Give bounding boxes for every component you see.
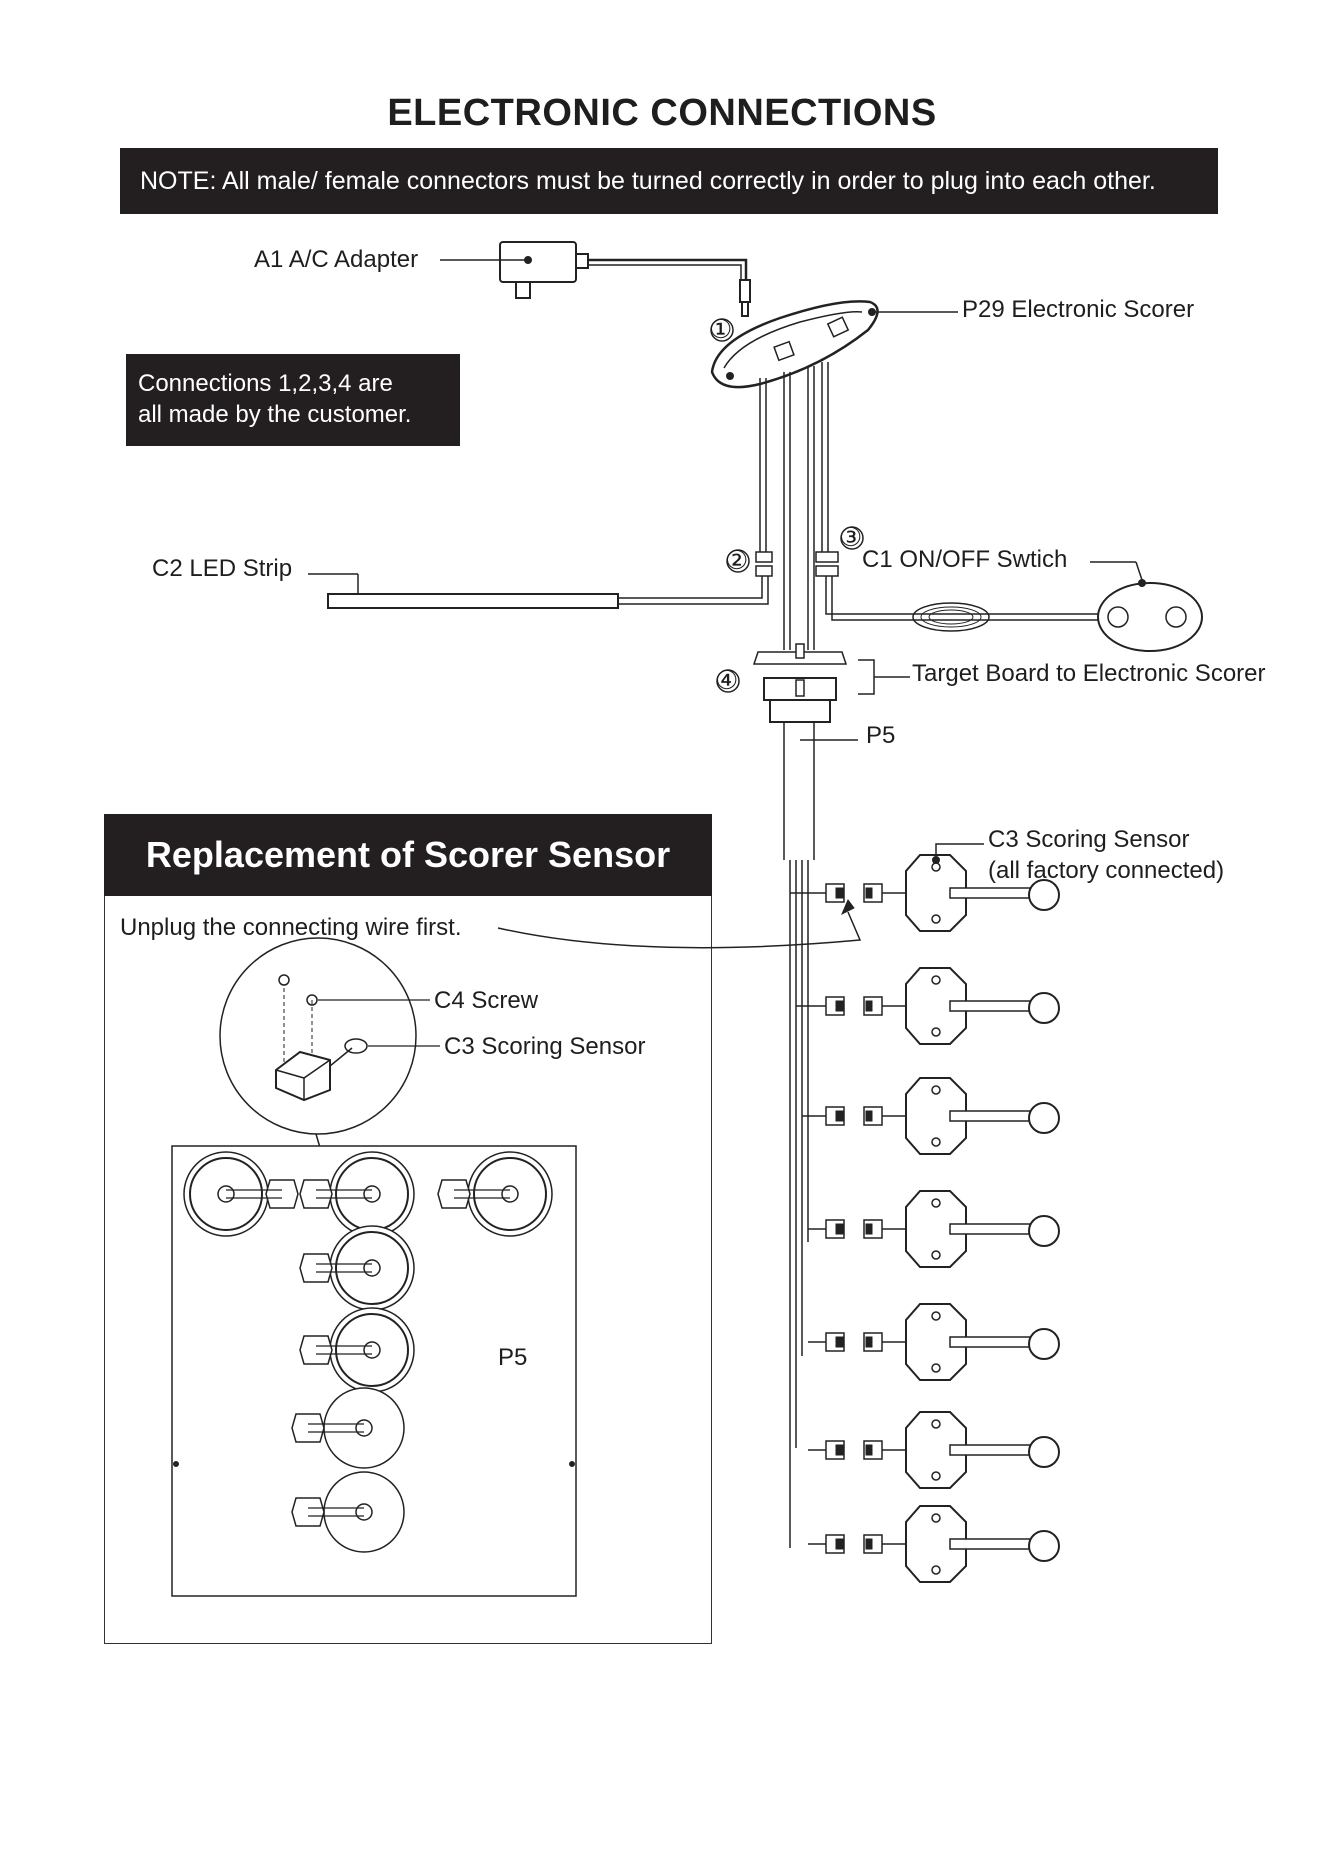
switch-label: C1 ON/OFF Swtich	[862, 546, 1068, 573]
board-target	[291, 1471, 405, 1553]
sensor-row	[802, 1077, 1060, 1155]
connection-number-4	[716, 669, 740, 693]
sensor-paddle	[1028, 1436, 1060, 1468]
connection-number-1	[710, 318, 734, 342]
sensor-paddle	[1028, 1215, 1060, 1247]
sensor-paddle	[1028, 1530, 1060, 1562]
board-sensor	[437, 1179, 471, 1209]
scoring-sensor-body	[905, 967, 967, 1045]
ac-adapter	[440, 241, 751, 317]
board-target	[299, 1307, 415, 1393]
led-strip-label: C2 LED Strip	[152, 555, 293, 582]
screw-label: C4 Screw	[434, 987, 539, 1014]
scoring-sensor-body	[905, 1077, 967, 1155]
scoring-sensor-body	[905, 1190, 967, 1268]
sensor-row	[808, 1505, 1060, 1583]
onoff-switch	[815, 551, 1203, 652]
scoring-sensor-body	[905, 1505, 967, 1583]
sensor-paddle	[1028, 992, 1060, 1024]
replacement-heading: Replacement of Scorer Sensor	[104, 814, 712, 896]
connection-number-4-text: ④	[715, 665, 739, 695]
connection-number-2	[726, 549, 750, 573]
board-sensor	[299, 1335, 333, 1365]
sensor-row	[808, 1190, 1060, 1268]
sensor-rows	[790, 843, 1060, 1583]
board-target	[291, 1387, 405, 1469]
sensor-row	[796, 967, 1060, 1045]
sensor-paddle	[1028, 879, 1060, 911]
connection-number-3-text: ③	[839, 522, 863, 552]
sensor-row	[808, 1303, 1060, 1381]
unplug-instruction: Unplug the connecting wire first.	[120, 914, 462, 941]
scorer-label: P29 Electronic Scorer	[962, 296, 1195, 323]
customer-note-line-1: Connections 1,2,3,4 are	[138, 370, 393, 397]
target-board-label: Target Board to Electronic Scorer	[912, 660, 1266, 687]
note-banner: NOTE: All male/ female connectors must b…	[120, 148, 1218, 214]
p5-label-top: P5	[866, 722, 896, 749]
connection-number-2-text: ②	[725, 545, 749, 575]
unplug-arrow	[497, 911, 862, 949]
unplug-arrow-head	[841, 899, 855, 916]
sensor-detail-inset	[219, 937, 440, 1178]
board-p5-label: P5	[498, 1344, 528, 1371]
target-board-connector	[752, 643, 910, 860]
sensor-row	[790, 854, 1060, 932]
scoring-sensor-body	[905, 1411, 967, 1489]
board-target	[437, 1151, 553, 1237]
board-sensor	[291, 1413, 325, 1443]
inset-sensor-label: C3 Scoring Sensor	[444, 1033, 646, 1060]
sensor-paddle	[1028, 1102, 1060, 1134]
sensor-trunk	[789, 860, 809, 1548]
sensor-label-line-1: C3 Scoring Sensor	[988, 826, 1190, 853]
board-sensor	[291, 1497, 325, 1527]
board-sensor	[265, 1179, 299, 1209]
scoring-sensor-body	[905, 854, 967, 932]
customer-note-line-2: all made by the customer.	[138, 401, 412, 428]
page-title: ELECTRONIC CONNECTIONS	[387, 92, 937, 134]
scorer-wires	[759, 362, 829, 650]
connection-number-1-text: ①	[709, 314, 733, 344]
connection-number-3	[840, 526, 864, 550]
board-targets	[183, 1151, 553, 1553]
customer-connections-note: Connections 1,2,3,4 are all made by the …	[126, 354, 460, 446]
sensor-row	[808, 1411, 1060, 1489]
sensor-paddle	[1028, 1328, 1060, 1360]
adapter-label: A1 A/C Adapter	[254, 246, 419, 273]
led-strip	[308, 551, 773, 609]
scoring-sensor-body	[905, 1303, 967, 1381]
board-sensor	[299, 1253, 333, 1283]
sensor-label-line-2: (all factory connected)	[988, 857, 1225, 884]
board-sensor	[299, 1179, 333, 1209]
board-target	[183, 1151, 299, 1237]
